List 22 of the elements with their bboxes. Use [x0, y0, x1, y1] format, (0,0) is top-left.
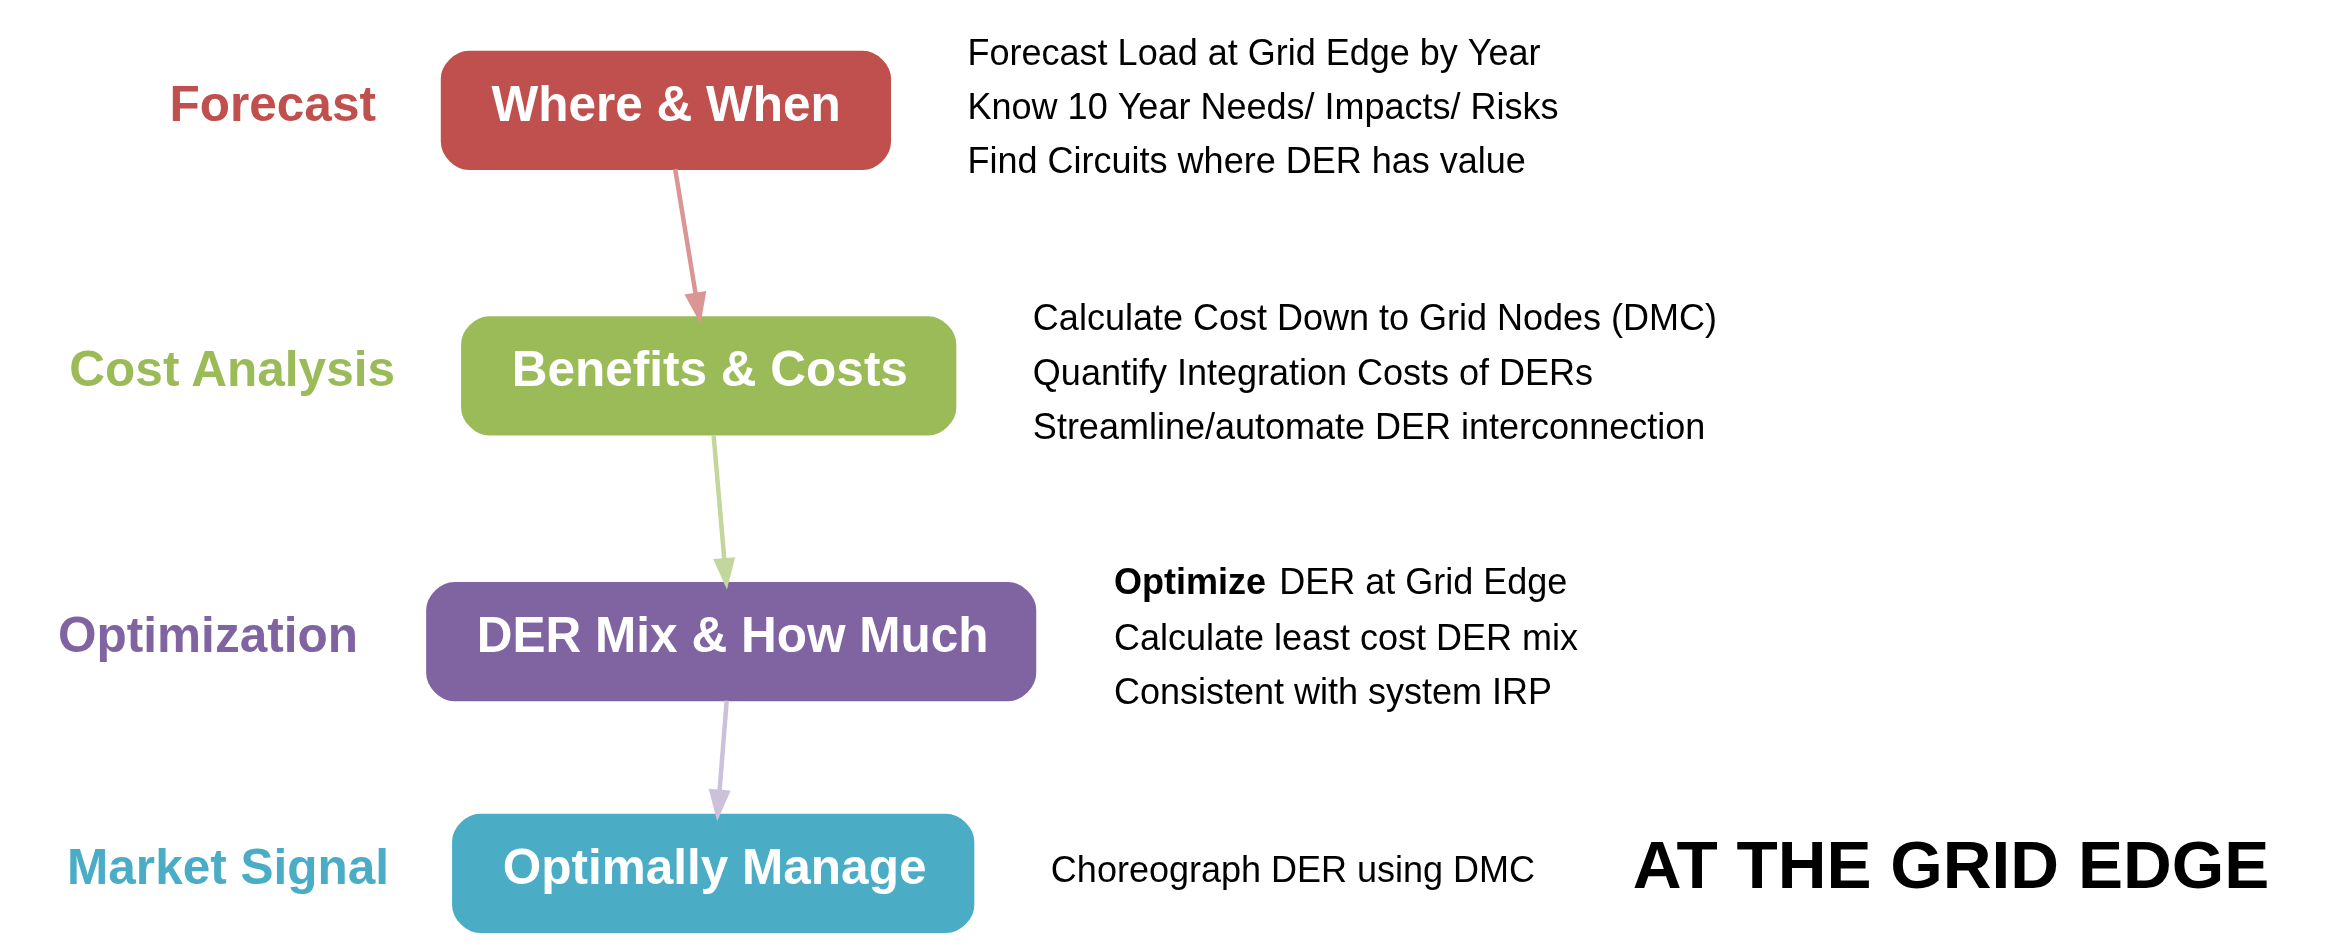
node-box: Optimally Manage	[452, 813, 975, 933]
arrow	[672, 168, 707, 324]
label: Forecast	[169, 75, 376, 131]
arrow	[711, 434, 736, 590]
node-box: DER Mix & How Much	[426, 581, 1037, 701]
node-label: Know 10 Year Needs/ Impacts/ Risks	[967, 85, 1559, 127]
node-box: Where & When	[440, 50, 892, 170]
label: Optimization	[58, 606, 358, 662]
label: AT THE GRID EDGE	[1632, 826, 2270, 902]
node-box: Benefits & Costs	[461, 315, 957, 436]
node-label: Calculate Cost Down to Grid Nodes (DMC)	[1032, 296, 1718, 338]
node-label: Find Circuits where DER has value	[967, 139, 1526, 181]
node-label: Consistent with system IRP	[1113, 670, 1553, 712]
node-label: Choreograph DER using DMC	[1050, 848, 1536, 890]
node-label: Calculate least cost DER mix	[1113, 616, 1579, 658]
node-label: Forecast Load at Grid Edge by Year	[967, 31, 1541, 73]
label: Market Signal	[67, 838, 390, 894]
node-label: Quantify Integration Costs of DERs	[1032, 351, 1594, 392]
node-label: Streamline/automate DER interconnection	[1032, 405, 1706, 447]
node-label: Optimize DER at Grid Edge	[1113, 560, 1568, 602]
label: Cost Analysis	[69, 340, 395, 396]
arrow	[708, 699, 731, 821]
